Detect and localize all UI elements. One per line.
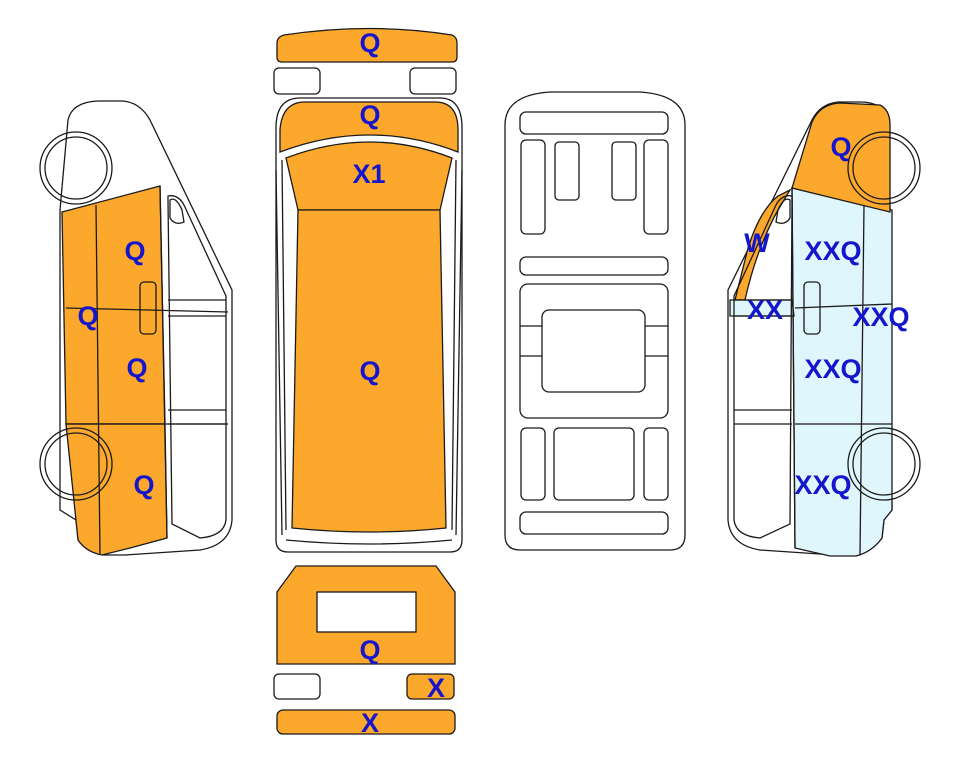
right-rear-wheel-inner bbox=[852, 432, 916, 496]
right-rear-wheel bbox=[847, 427, 921, 501]
top-hood-label: Q bbox=[359, 100, 380, 130]
right-belt-line bbox=[794, 303, 893, 425]
underbody-mid-crossmember bbox=[519, 256, 669, 276]
left-door-handle bbox=[139, 281, 157, 335]
top-roof-panel[interactable] bbox=[291, 209, 447, 533]
left-pillar bbox=[95, 185, 168, 556]
left-label-lower-door: Q bbox=[126, 353, 147, 383]
front-bumper-panel[interactable] bbox=[276, 27, 458, 63]
top-rear-edge bbox=[285, 539, 453, 545]
underbody-front-frame-left bbox=[554, 141, 580, 201]
underbody-outline bbox=[504, 91, 686, 551]
left-label-rear: Q bbox=[133, 470, 154, 500]
underbody-rear-rail-left bbox=[520, 427, 546, 501]
left-window-frame bbox=[167, 195, 227, 539]
left-rear-quarter-panel[interactable] bbox=[65, 423, 168, 556]
right-front-wheel bbox=[847, 131, 921, 205]
left-front-wheel bbox=[39, 131, 113, 205]
rear-taillight-left bbox=[273, 673, 321, 700]
left-rear-wheel bbox=[39, 427, 113, 501]
front-headlight-right bbox=[409, 67, 457, 95]
front-label: Q bbox=[359, 28, 380, 58]
left-rear-wheel-inner bbox=[44, 432, 108, 496]
left-label-upper-door: Q bbox=[124, 236, 145, 266]
rear-view: Q X X bbox=[273, 565, 456, 738]
right-pillar-lines bbox=[791, 187, 865, 556]
left-front-wheel-inner bbox=[44, 136, 108, 200]
underbody-front-crossmember bbox=[519, 111, 669, 135]
left-window-crossbars bbox=[168, 299, 226, 425]
top-side-left-line bbox=[275, 159, 287, 536]
top-hood-panel[interactable] bbox=[279, 101, 459, 153]
top-body-outline bbox=[275, 97, 463, 553]
top-roof-label: Q bbox=[359, 356, 380, 386]
rear-bumper-label: X bbox=[361, 708, 379, 738]
top-windshield-label: X1 bbox=[352, 159, 385, 189]
underbody-rear-axle-area bbox=[553, 427, 635, 501]
front-view: Q bbox=[273, 27, 458, 95]
right-label-upper-door: XXQ bbox=[804, 236, 861, 266]
underbody-view bbox=[504, 91, 686, 551]
underbody-front-rail-left bbox=[520, 139, 546, 235]
right-body-panel[interactable] bbox=[791, 187, 893, 557]
right-side-view: Q W XXQ XX XXQ XXQ XXQ bbox=[727, 101, 921, 557]
left-label-front: Q bbox=[77, 301, 98, 331]
underbody-center-panel bbox=[541, 309, 646, 393]
underbody-front-frame-right bbox=[611, 141, 637, 201]
front-headlight-left bbox=[273, 67, 321, 95]
rear-bumper-panel[interactable] bbox=[276, 709, 456, 735]
underbody-floor bbox=[519, 283, 669, 419]
right-hood-panel[interactable] bbox=[791, 102, 891, 213]
right-window-frame bbox=[733, 195, 793, 539]
left-side-view: Q Q Q Q bbox=[39, 100, 233, 556]
left-mirror bbox=[169, 198, 185, 224]
right-label-window: XX bbox=[747, 295, 783, 325]
top-windshield-panel[interactable] bbox=[285, 141, 453, 211]
rear-window bbox=[316, 591, 417, 633]
right-door-handle bbox=[803, 281, 821, 335]
right-front-wheel-inner bbox=[852, 136, 916, 200]
rear-door-label: Q bbox=[359, 635, 380, 665]
right-label-rear-quarter: XXQ bbox=[794, 470, 851, 500]
top-view: Q X1 Q bbox=[275, 97, 463, 553]
right-label-rear-side: XXQ bbox=[852, 302, 909, 332]
underbody-rear-crossmember bbox=[519, 511, 669, 535]
right-label-lower-door: XXQ bbox=[804, 354, 861, 384]
rear-taillight-label: X bbox=[427, 673, 445, 703]
top-side-right-line bbox=[451, 159, 463, 536]
rear-taillight-right[interactable] bbox=[406, 673, 455, 700]
underbody-front-rail-right bbox=[643, 139, 669, 235]
right-window-crossbars bbox=[734, 299, 792, 425]
underbody-rear-rail-right bbox=[643, 427, 669, 501]
right-mirror bbox=[775, 198, 791, 224]
underbody-floor-rails bbox=[520, 325, 668, 357]
right-label-pillar: W bbox=[744, 228, 770, 258]
right-label-hood: Q bbox=[830, 132, 851, 162]
